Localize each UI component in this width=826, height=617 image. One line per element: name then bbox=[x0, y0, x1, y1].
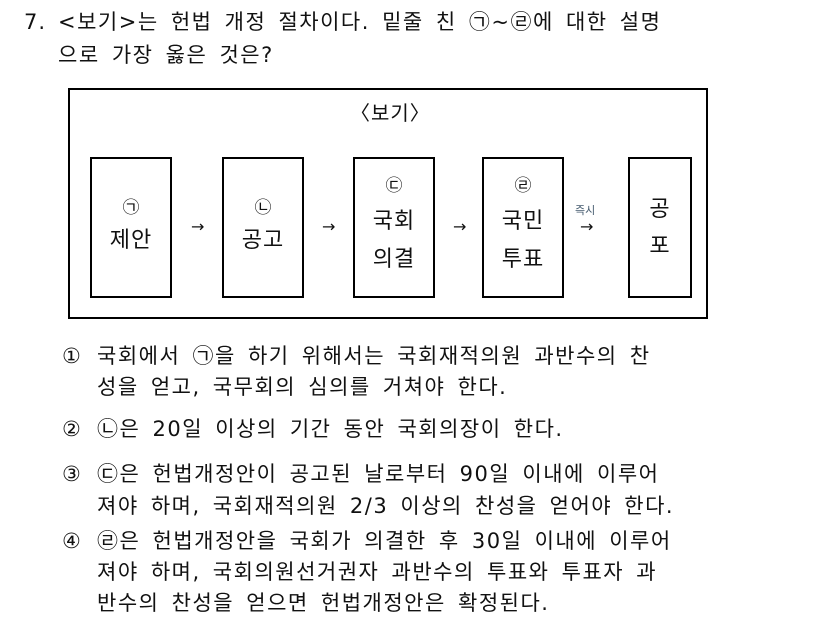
step-label-line-2: 투표 bbox=[501, 246, 545, 272]
option-text-line-2: 성을 얻고, 국무회의 심의를 거쳐야 한다. bbox=[97, 375, 508, 399]
option-text-line-2: 져야 하며, 국회재적의원 2/3 이상의 찬성을 얻어야 한다. bbox=[97, 494, 675, 518]
step-label-line-2: 포 bbox=[649, 233, 671, 259]
step-mark-circled-rieul: ㉣ bbox=[514, 175, 532, 196]
arrow-right-icon: → bbox=[322, 217, 336, 236]
step-label: 제안 bbox=[109, 227, 153, 253]
option-number: ① bbox=[62, 344, 83, 368]
option-text-line-3: 반수의 찬성을 얻으면 헌법개정안은 확정된다. bbox=[97, 591, 550, 615]
arrow-right-icon: → bbox=[580, 217, 594, 236]
step-mark-circled-nieun: ㉡ bbox=[254, 197, 272, 218]
option-number: ③ bbox=[62, 462, 83, 486]
immediately-label: 즉시 bbox=[575, 204, 596, 217]
example-box-title: 〈보기〉 bbox=[350, 101, 431, 125]
question-text-line-1: <보기>는 헌법 개정 절차이다. 밑줄 친 ㉠~㉣에 대한 설명 bbox=[58, 10, 662, 34]
step-announcement: ㉡ 공고 bbox=[222, 157, 304, 298]
step-label-line-2: 의결 bbox=[372, 246, 416, 272]
example-box bbox=[68, 88, 708, 319]
arrow-right-icon: → bbox=[453, 217, 467, 236]
option-text-line-1: ㉢은 헌법개정안이 공고된 날로부터 90일 이내에 이루어 bbox=[97, 462, 660, 486]
option-text-line-1: ㉣은 헌법개정안을 국회가 의결한 후 30일 이내에 이루어 bbox=[97, 529, 672, 553]
option-text-line-2: 져야 하며, 국회의원선거권자 과반수의 투표와 투표자 과 bbox=[97, 560, 658, 584]
question-number: 7. bbox=[24, 10, 47, 34]
step-label-line-1: 국민 bbox=[501, 208, 545, 234]
arrow-right-icon: → bbox=[191, 217, 205, 236]
option-number: ④ bbox=[62, 529, 83, 553]
option-text-line-1: 국회에서 ㉠을 하기 위해서는 국회재적의원 과반수의 찬 bbox=[97, 344, 651, 368]
step-proposal: ㉠ 제안 bbox=[90, 157, 172, 298]
step-label: 공고 bbox=[241, 227, 285, 253]
step-promulgation: 공 포 bbox=[628, 157, 692, 298]
step-label-line-1: 공 bbox=[649, 196, 671, 222]
step-label-line-1: 국회 bbox=[372, 208, 416, 234]
option-text-line-1: ㉡은 20일 이상의 기간 동안 국회의장이 한다. bbox=[97, 417, 564, 441]
question-text-line-2: 으로 가장 옳은 것은? bbox=[58, 43, 274, 67]
step-national-assembly-resolution: ㉢ 국회 의결 bbox=[353, 157, 435, 298]
step-mark-circled-digeut: ㉢ bbox=[385, 175, 403, 196]
step-mark-circled-giyeok: ㉠ bbox=[122, 197, 140, 218]
option-number: ② bbox=[62, 417, 83, 441]
step-national-referendum: ㉣ 국민 투표 bbox=[482, 157, 564, 298]
